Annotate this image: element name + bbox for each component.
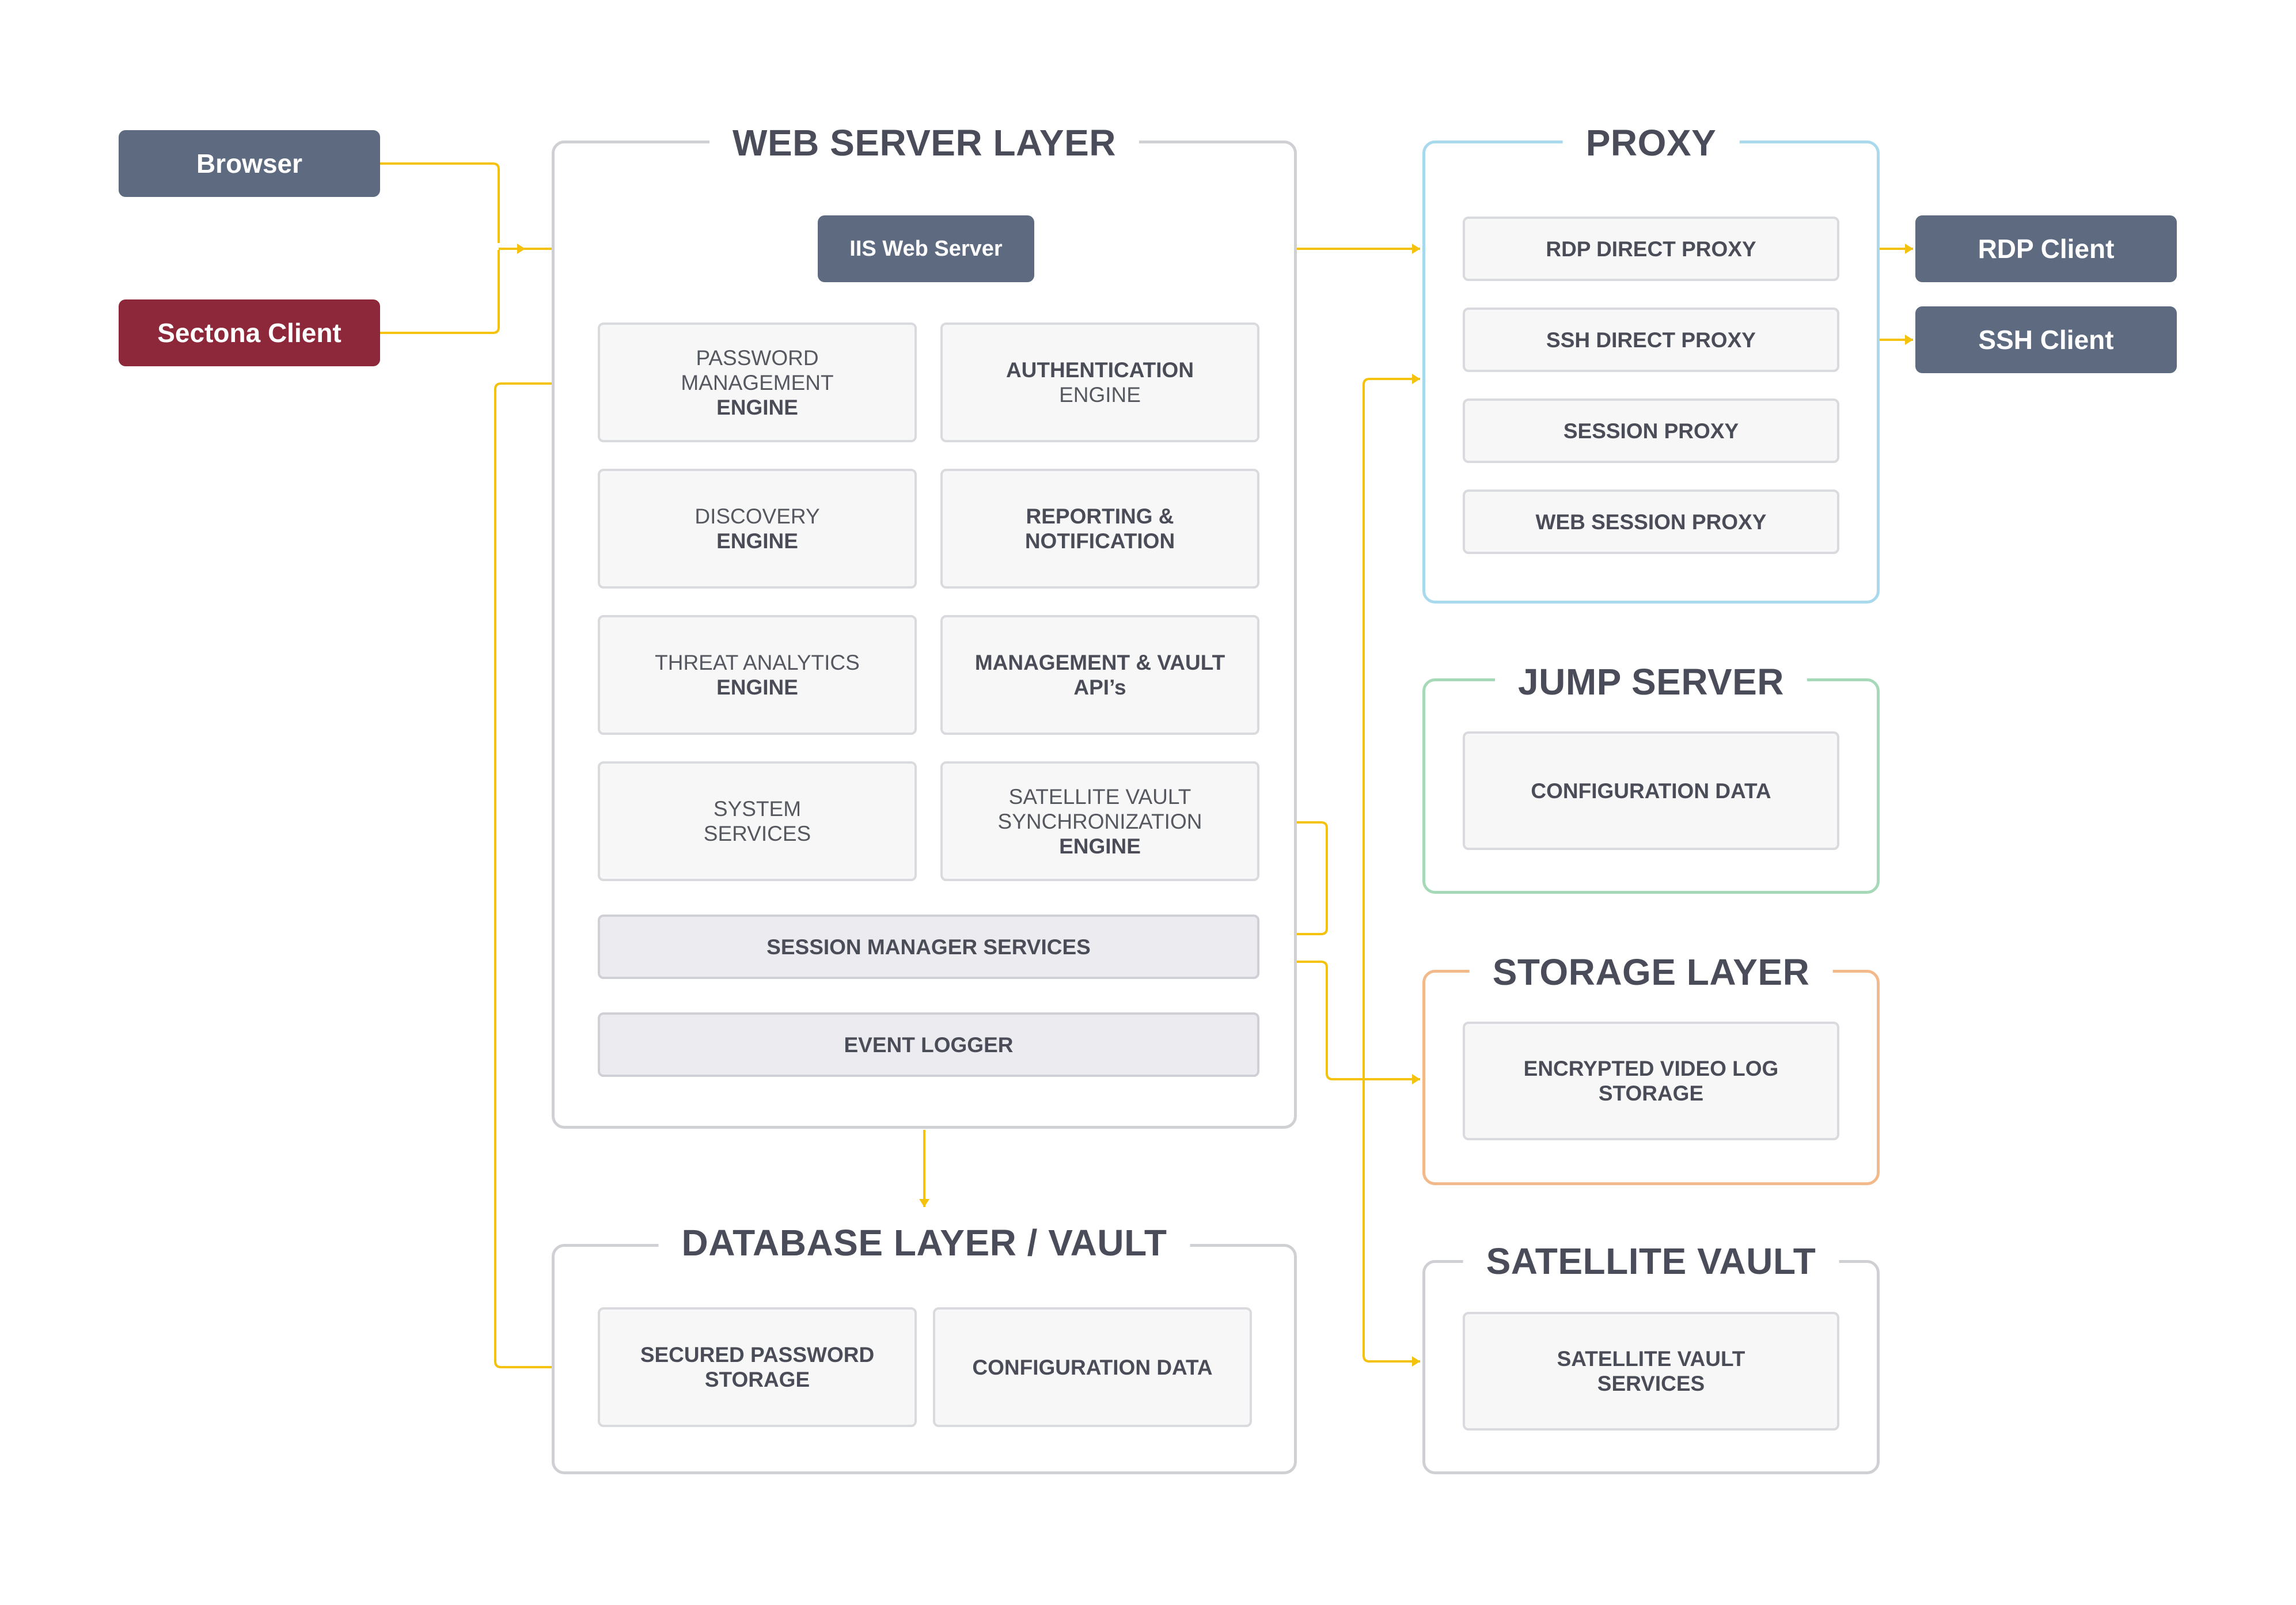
browser-client[interactable]: Browser <box>119 130 380 197</box>
arrowhead <box>919 1199 929 1207</box>
reporting-notification[interactable]: REPORTING & NOTIFICATION <box>940 469 1259 589</box>
database-config-label: CONFIGURATION DATA <box>972 1355 1213 1379</box>
system-services[interactable]: SYSTEM SERVICES <box>598 761 917 881</box>
sectona-connector <box>380 250 500 334</box>
management-line2: API’s <box>1073 676 1126 699</box>
management-vault-apis[interactable]: MANAGEMENT & VAULT API’s <box>940 615 1259 735</box>
session-proxy-label: SESSION PROXY <box>1563 419 1739 443</box>
ssh-direct-proxy[interactable]: SSH DIRECT PROXY <box>1463 308 1839 372</box>
proxy-title: PROXY <box>1562 120 1740 166</box>
threat-engine-line2: ENGINE <box>716 676 798 699</box>
web-server-layer-title: WEB SERVER LAYER <box>709 120 1139 166</box>
encrypted-storage-line2: STORAGE <box>1598 1082 1704 1105</box>
satellite-services-line2: SERVICES <box>1597 1372 1705 1395</box>
threat-engine-line1: THREAT ANALYTICS <box>655 651 860 674</box>
web-session-proxy[interactable]: WEB SESSION PROXY <box>1463 490 1839 554</box>
secured-storage-line1: SECURED PASSWORD <box>640 1343 875 1367</box>
authentication-engine-line1: AUTHENTICATION <box>1005 358 1194 382</box>
storage-layer-title: STORAGE LAYER <box>1469 949 1833 995</box>
authentication-engine[interactable]: AUTHENTICATION ENGINE <box>940 322 1259 442</box>
jump-config-label: CONFIGURATION DATA <box>1531 779 1771 803</box>
iis-web-server[interactable]: IIS Web Server <box>818 215 1034 282</box>
satellite-vault-sync-engine[interactable]: SATELLITE VAULT SYNCHRONIZATION ENGINE <box>940 761 1259 881</box>
reporting-line1: REPORTING & <box>1026 504 1174 528</box>
satellite-vault-title: SATELLITE VAULT <box>1463 1238 1839 1284</box>
satellite-sync-line1: SATELLITE VAULT <box>1008 784 1191 809</box>
ssh-direct-proxy-label: SSH DIRECT PROXY <box>1546 328 1756 352</box>
arrowhead <box>1412 1074 1420 1084</box>
browser-connector <box>380 162 500 243</box>
database-layer-title: DATABASE LAYER / VAULT <box>658 1220 1190 1266</box>
sectona-client[interactable]: Sectona Client <box>119 299 380 366</box>
database-configuration-data[interactable]: CONFIGURATION DATA <box>933 1307 1252 1427</box>
session-to-storage-wire <box>1259 961 1420 1080</box>
encrypted-storage-line1: ENCRYPTED VIDEO LOG <box>1523 1057 1779 1080</box>
system-services-line2: SERVICES <box>703 822 811 845</box>
arrowhead <box>1905 335 1913 345</box>
password-engine-line2: MANAGEMENT <box>681 370 834 394</box>
session-manager-services[interactable]: SESSION MANAGER SERVICES <box>598 915 1259 979</box>
management-line1: MANAGEMENT & VAULT <box>974 651 1225 674</box>
satellite-sync-line2: SYNCHRONIZATION <box>997 809 1202 833</box>
arrowhead <box>1412 374 1420 384</box>
event-logger[interactable]: EVENT LOGGER <box>598 1012 1259 1077</box>
rdp-direct-proxy-label: RDP DIRECT PROXY <box>1546 237 1756 261</box>
password-engine-line3: ENGINE <box>716 395 798 419</box>
satellite-vault-services[interactable]: SATELLITE VAULT SERVICES <box>1463 1312 1839 1431</box>
encrypted-video-log-storage[interactable]: ENCRYPTED VIDEO LOG STORAGE <box>1463 1022 1839 1140</box>
session-manager-label: SESSION MANAGER SERVICES <box>766 935 1091 959</box>
vault-bus-wire <box>494 382 593 1368</box>
arrowhead <box>1905 244 1913 254</box>
web-session-proxy-label: WEB SESSION PROXY <box>1535 510 1767 534</box>
proxy-bus-wire <box>1363 378 1420 1363</box>
jump-server-title: JUMP SERVER <box>1495 659 1807 705</box>
sync-to-session-wire <box>1259 821 1328 935</box>
arrowhead <box>1412 1356 1420 1367</box>
discovery-engine-line2: ENGINE <box>716 529 798 553</box>
authentication-engine-line2: ENGINE <box>1059 383 1141 407</box>
discovery-engine[interactable]: DISCOVERY ENGINE <box>598 469 917 589</box>
password-engine-line1: PASSWORD <box>696 346 819 370</box>
discovery-engine-line1: DISCOVERY <box>695 504 820 528</box>
system-services-line1: SYSTEM <box>713 797 802 821</box>
event-logger-label: EVENT LOGGER <box>844 1033 1014 1057</box>
secured-storage-line2: STORAGE <box>704 1368 810 1391</box>
secured-password-storage[interactable]: SECURED PASSWORD STORAGE <box>598 1307 917 1427</box>
reporting-line2: NOTIFICATION <box>1024 529 1175 553</box>
ssh-client[interactable]: SSH Client <box>1915 306 2177 373</box>
satellite-services-line1: SATELLITE VAULT <box>1557 1347 1745 1371</box>
rdp-direct-proxy[interactable]: RDP DIRECT PROXY <box>1463 217 1839 281</box>
rdp-client[interactable]: RDP Client <box>1915 215 2177 282</box>
satellite-sync-line3: ENGINE <box>1059 834 1141 858</box>
threat-analytics-engine[interactable]: THREAT ANALYTICS ENGINE <box>598 615 917 735</box>
jump-server-configuration-data[interactable]: CONFIGURATION DATA <box>1463 731 1839 850</box>
arrowhead <box>517 244 525 254</box>
password-management-engine[interactable]: PASSWORD MANAGEMENT ENGINE <box>598 322 917 442</box>
arrowhead <box>1412 244 1420 254</box>
session-proxy[interactable]: SESSION PROXY <box>1463 399 1839 463</box>
